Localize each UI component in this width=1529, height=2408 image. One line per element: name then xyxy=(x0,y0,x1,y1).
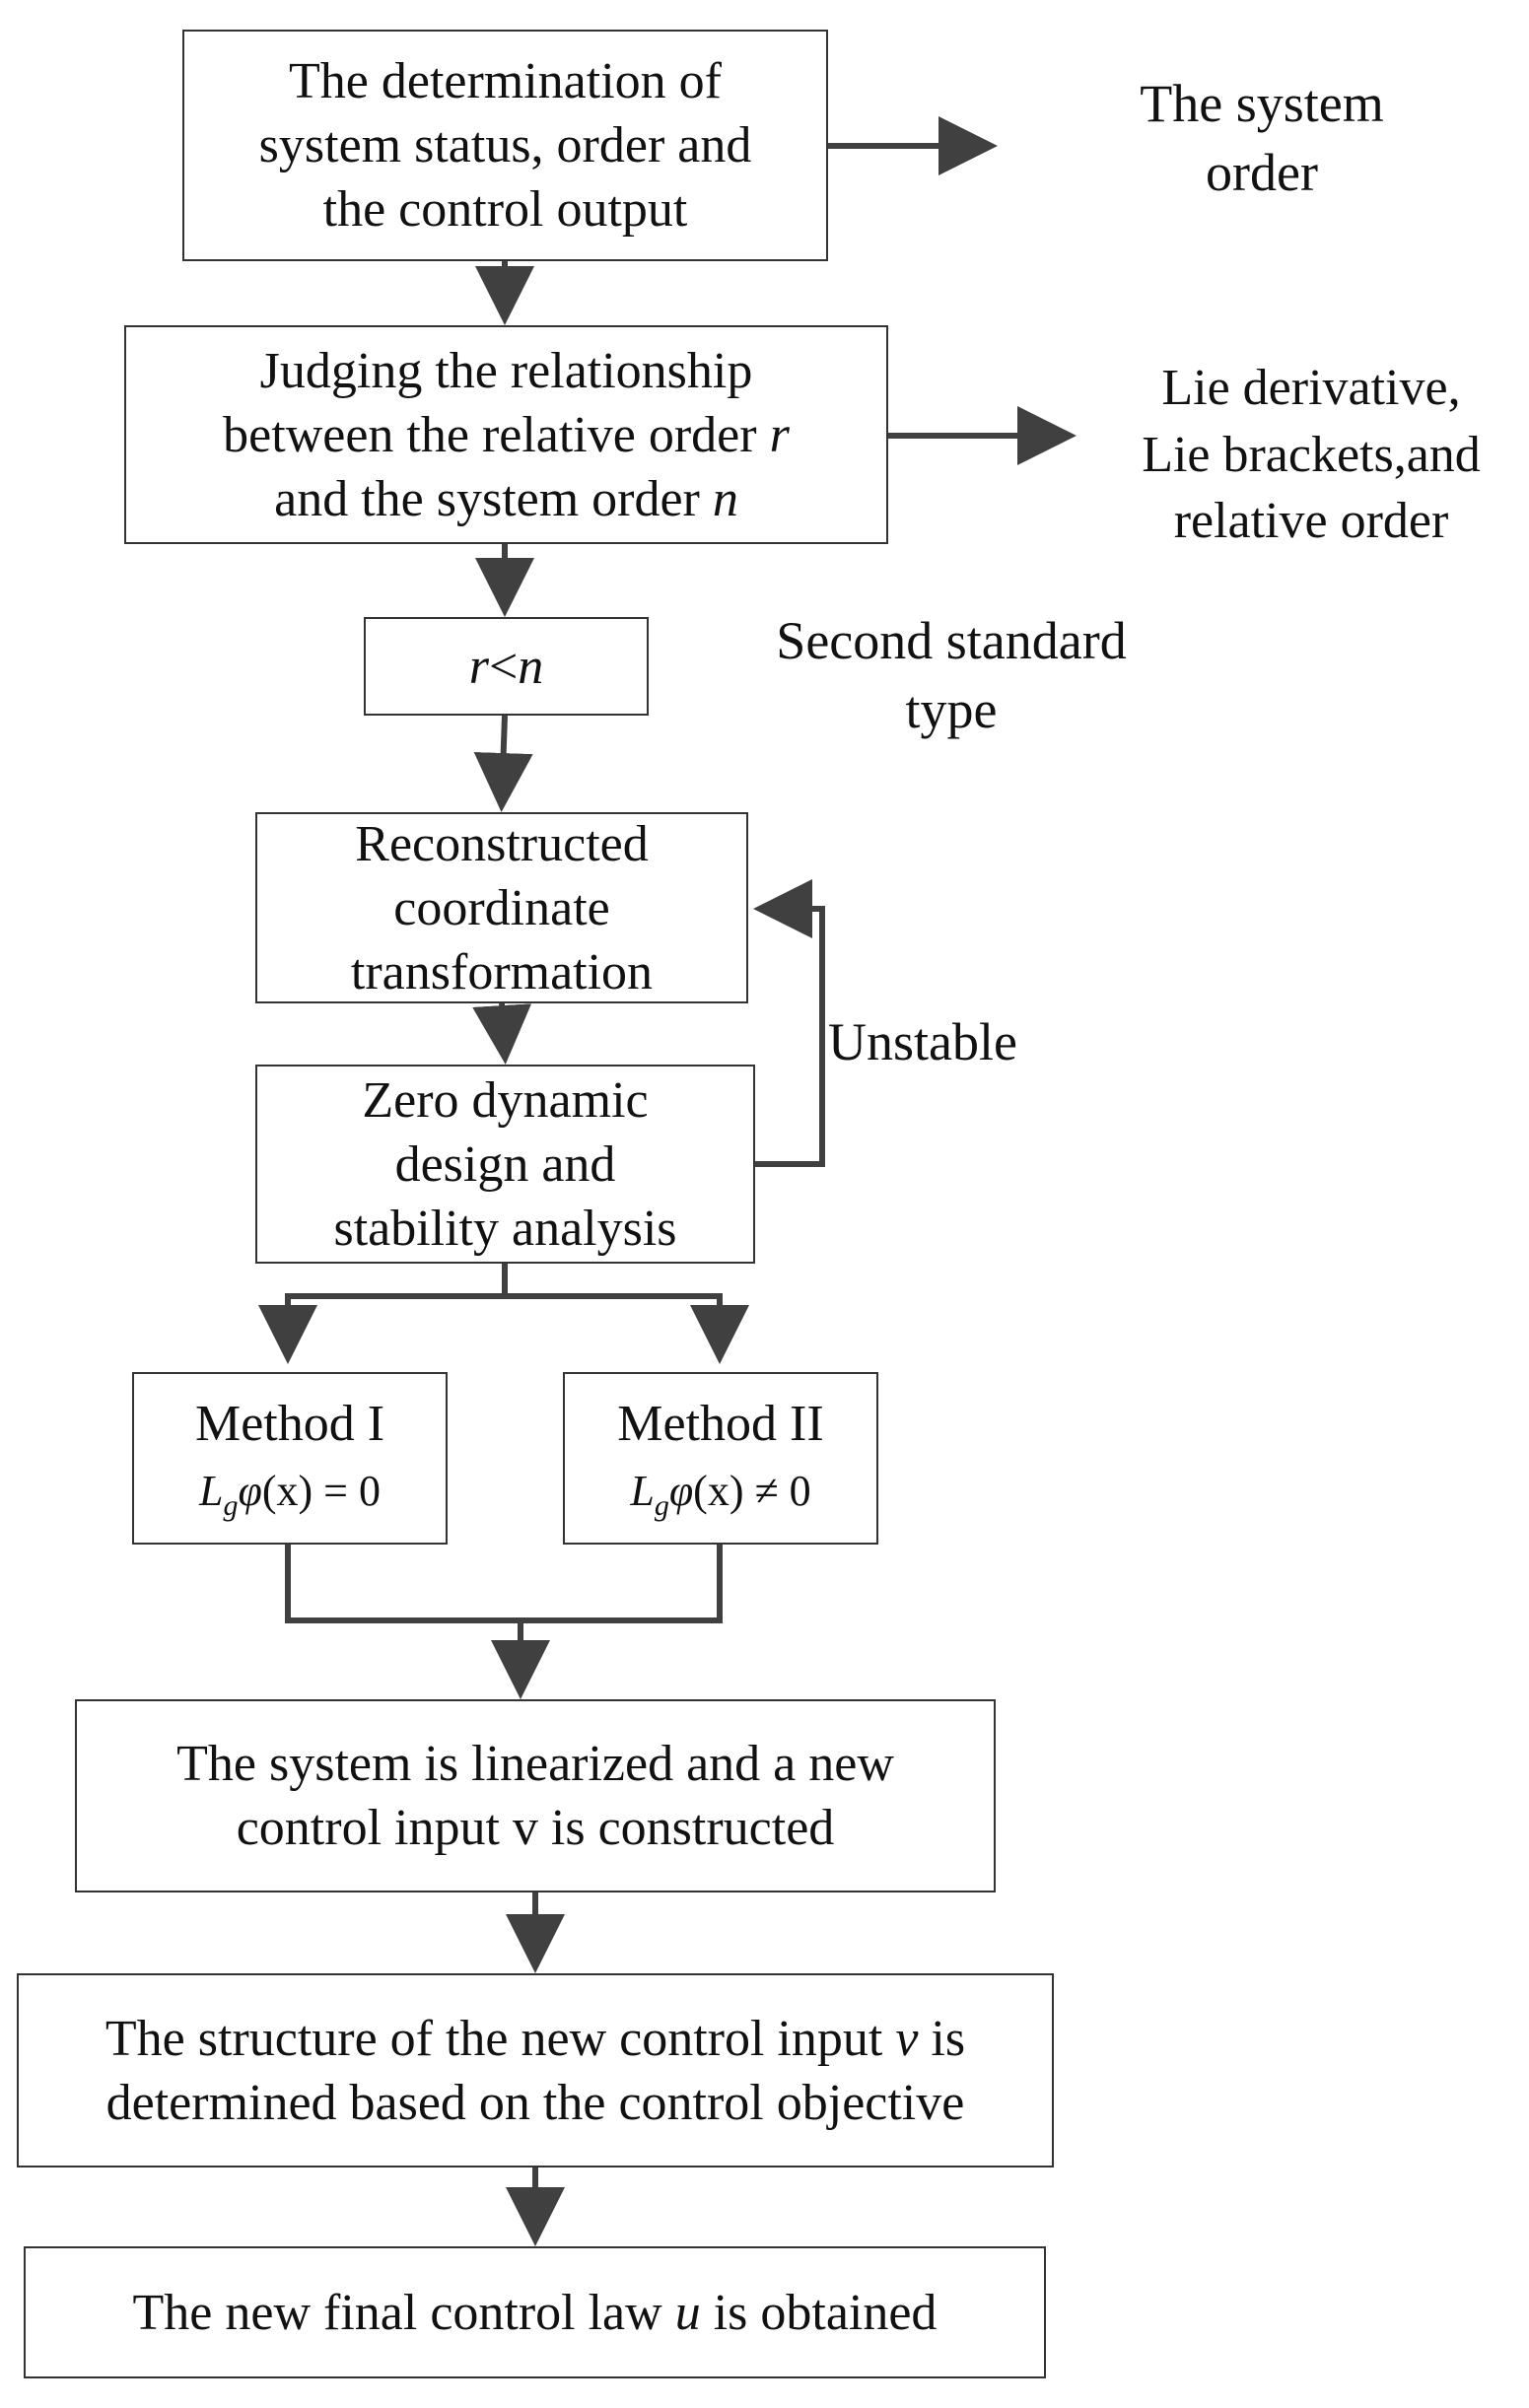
var-r: r xyxy=(769,406,790,463)
var-u: u xyxy=(674,2284,701,2341)
formula-method-1: Lgφ(x) = 0 xyxy=(199,1467,381,1523)
box-judging-relationship: Judging the relationship between the rel… xyxy=(124,325,888,544)
box-method-2: Method II Lgφ(x) ≠ 0 xyxy=(563,1372,878,1545)
arrow-box3-to-box4 xyxy=(473,715,533,812)
var-n: n xyxy=(712,470,738,527)
box-control-input-structure: The structure of the new control input v… xyxy=(17,1973,1054,2167)
note-lie-derivative: Lie derivative, Lie brackets,and relativ… xyxy=(1142,360,1481,550)
connector-split-right xyxy=(505,1293,749,1364)
label-unstable: Unstable xyxy=(828,1012,1017,1071)
box-linearization: The system is linearized and a new contr… xyxy=(75,1699,996,1892)
formula-method-2: Lgφ(x) ≠ 0 xyxy=(630,1467,811,1523)
note-system-order: The system order xyxy=(1140,74,1384,203)
arrow-box4-to-box5 xyxy=(472,1002,532,1065)
box-method-1: Method I Lgφ(x) = 0 xyxy=(132,1372,448,1545)
connector-split xyxy=(258,1264,508,1364)
box-zero-dynamic-design: Zero dynamic design and stability analys… xyxy=(255,1065,755,1264)
box-condition-r-less-n: r<n xyxy=(364,617,649,716)
box-determination: The determination of system status, orde… xyxy=(182,30,828,261)
note-second-standard-type: Second standard type xyxy=(776,611,1127,740)
arrow-feedback-unstable xyxy=(752,879,825,1167)
box-coordinate-transformation: Reconstructed coordinate transformation xyxy=(255,812,748,1003)
var-n: n xyxy=(518,638,544,695)
var-v: v xyxy=(895,2010,919,2067)
connector-merge xyxy=(285,1545,723,1623)
box-final-control-law: The new final control law u is obtained xyxy=(24,2246,1046,2378)
var-r: r xyxy=(468,638,489,695)
